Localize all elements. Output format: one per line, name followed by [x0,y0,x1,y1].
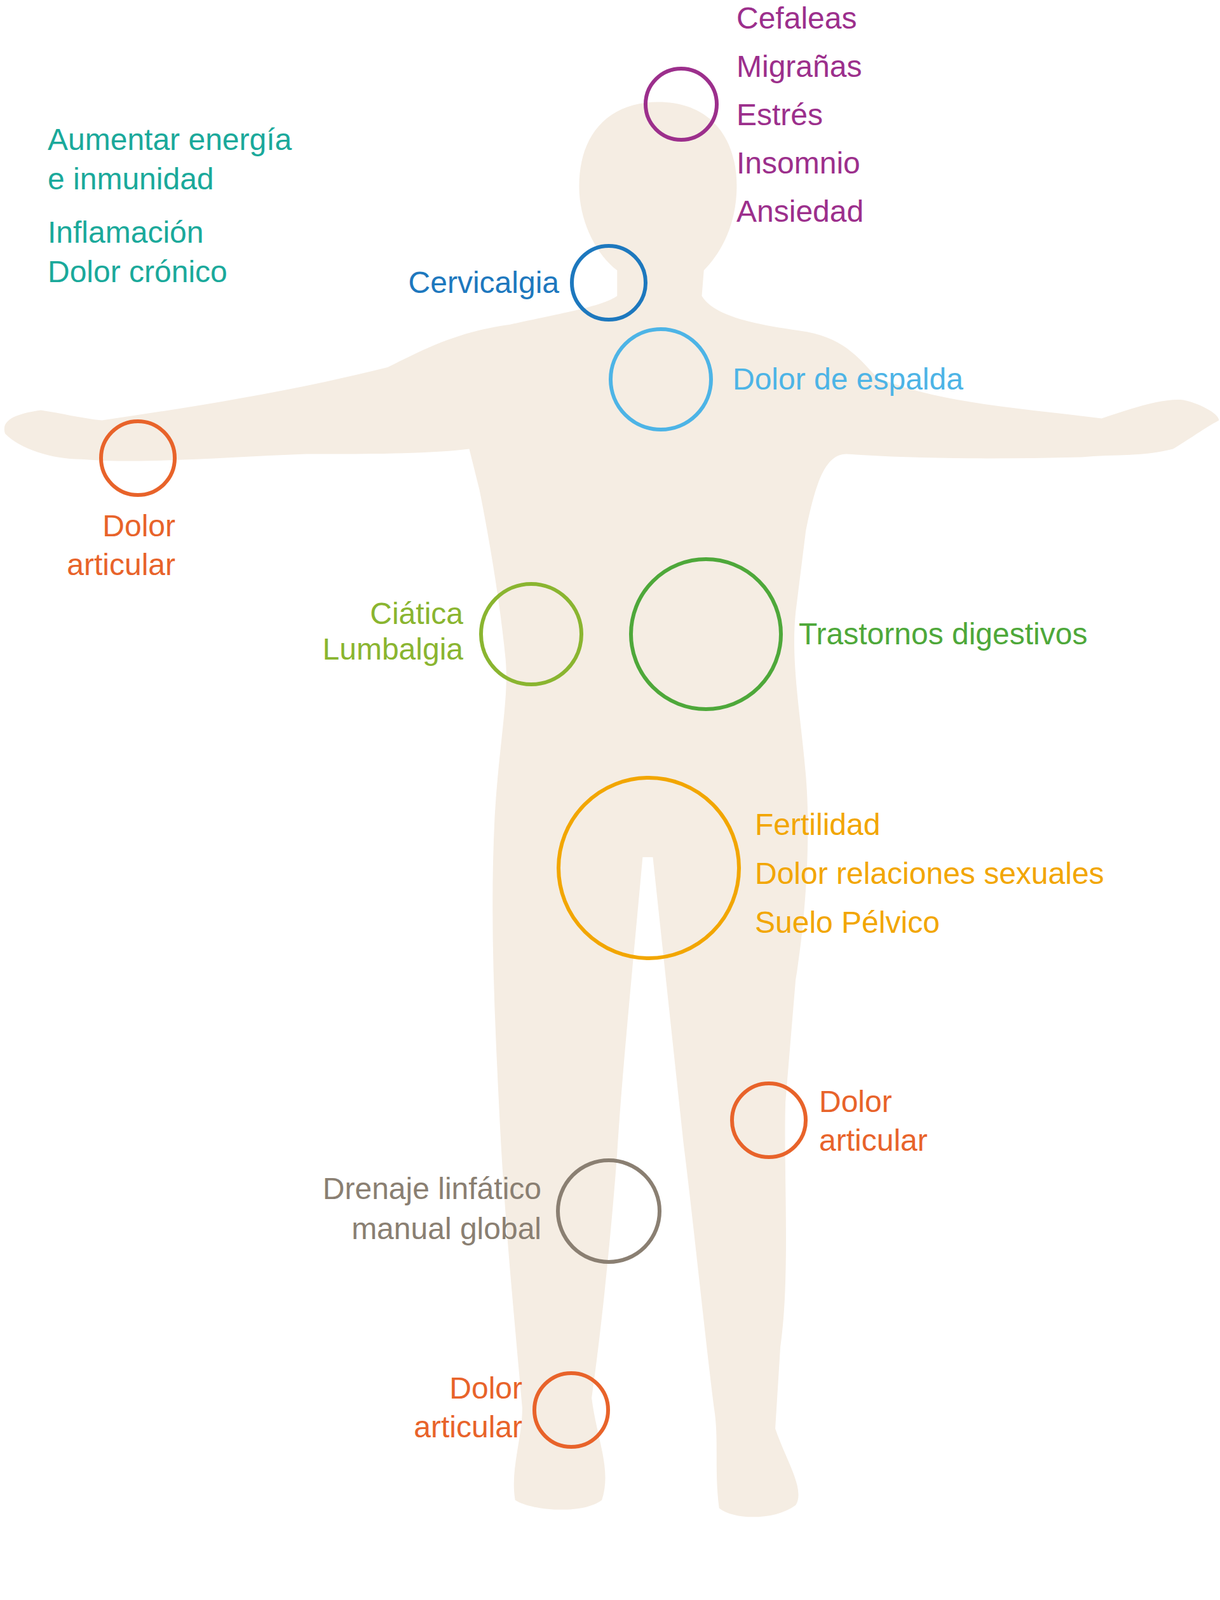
condition-circle: Drenaje linfático manual global [555,1158,662,1264]
label-group: FertilidadDolor relaciones sexualesSuelo… [754,799,1105,947]
condition-circle: Dolor articular [99,419,177,497]
condition-label: Lumbalgia [322,631,464,668]
condition-label: Estrés [736,90,864,140]
circle-ring [630,559,781,710]
condition-circle: Dolor articular [532,1371,610,1449]
condition-label: Drenaje linfático manual global [274,1168,542,1249]
label-group: CiáticaLumbalgia [322,596,464,668]
condition-label: Dolor relaciones sexuales [754,848,1105,898]
condition-label: Cervicalgia [408,263,560,303]
circle-outline [479,582,584,687]
label-group: Dolor articular [363,1368,523,1447]
condition-label: Dolor de espalda [732,359,964,400]
benefit-note: Inflamación Dolor crónico [47,212,239,292]
condition-label: Trastornos digestivos [798,614,1088,654]
circle-ring [534,1373,609,1447]
condition-label: Migrañas [736,42,864,91]
circle-ring [481,583,582,685]
condition-circle: CefaleasMigrañasEstrésInsomnioAnsiedad [643,66,719,142]
label-group: Dolor articular [819,1082,978,1160]
condition-circle: Trastornos digestivos [629,557,783,712]
circle-outline [569,244,648,322]
human-figure [4,102,1220,1518]
circle-outline [643,66,719,142]
circle-ring [571,245,646,320]
benefit-note: Aumentar energía e inmunidad [47,120,302,199]
condition-circle: Dolor articular [730,1081,808,1159]
condition-circle: Cervicalgia [569,244,648,322]
condition-label: Fertilidad [754,799,1105,849]
label-group: Dolor de espalda [732,359,964,400]
condition-label: Dolor articular [363,1368,523,1447]
circle-outline [532,1371,610,1449]
condition-label: Dolor articular [819,1082,978,1160]
label-group: Dolor articular [16,506,176,584]
label-group: CefaleasMigrañasEstrésInsomnioAnsiedad [736,0,864,236]
condition-label: Suelo Pélvico [754,897,1105,947]
condition-label: Dolor articular [16,506,176,584]
circle-outline [555,1158,662,1264]
condition-circle: CiáticaLumbalgia [479,582,584,687]
condition-circle: FertilidadDolor relaciones sexualesSuelo… [556,775,741,961]
circle-ring [101,421,175,495]
circle-ring [610,329,712,430]
circle-outline [556,775,741,961]
condition-label: Cefaleas [736,0,864,43]
circle-ring [732,1083,806,1158]
circle-ring [558,777,739,959]
circle-ring [557,1160,660,1262]
label-group: Cervicalgia [408,263,560,303]
condition-label: Ansiedad [736,187,864,236]
circle-ring [645,68,717,140]
condition-label: Ciática [322,596,464,632]
condition-circle: Dolor de espalda [608,327,713,432]
circle-outline [629,557,783,712]
condition-label: Insomnio [736,139,864,188]
label-group: Drenaje linfático manual global [274,1168,542,1249]
circle-outline [99,419,177,497]
label-group: Trastornos digestivos [798,614,1088,654]
circle-outline [730,1081,808,1159]
circle-outline [608,327,713,432]
